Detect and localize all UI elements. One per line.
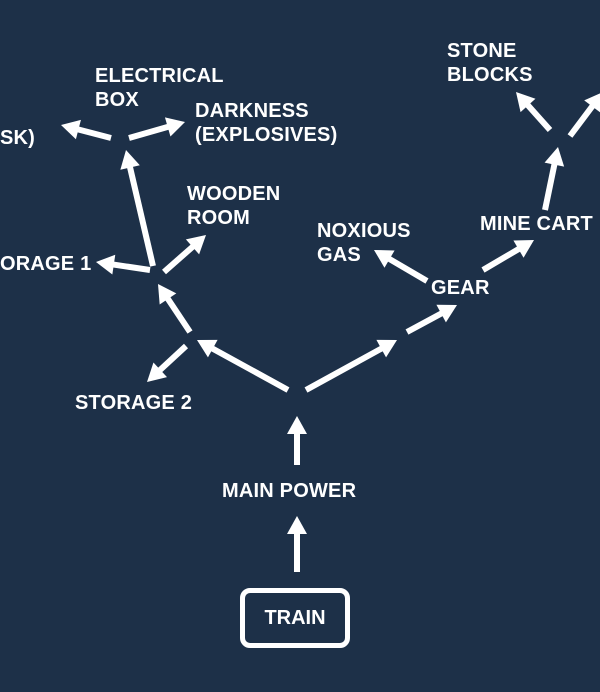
arrow-left-branch-to-storage-2-shaft: [156, 343, 189, 374]
train-label: TRAIN: [264, 606, 326, 629]
arrow-mine-cart-to-upper-right-junction: [542, 147, 565, 211]
arrow-main-power-to-junction: [287, 416, 307, 465]
arrow-mine-cart-to-upper-right-junction-shaft: [542, 162, 558, 211]
main-power-label: MAIN POWER: [222, 480, 357, 502]
arrow-right-branch-to-gear: [405, 304, 457, 335]
arrow-left-branch-to-upper-junction: [158, 284, 193, 334]
arrow-electrical-junction-to-darkness: [128, 117, 185, 141]
arrow-right-branch-to-gear-shaft: [405, 309, 445, 335]
arrow-junction-to-left-branch: [197, 339, 290, 393]
arrow-upper-right-junction-to-stone-blocks: [516, 92, 553, 133]
arrow-train-to-main-power-head: [287, 516, 307, 534]
cut-off-left-label: SK): [0, 127, 36, 149]
arrow-upper-junction-to-electrical-junction-shaft: [126, 164, 156, 267]
arrow-gear-to-noxious-gas: [374, 250, 429, 284]
storage-2-label: STORAGE 2: [75, 392, 193, 414]
arrow-electrical-junction-to-darkness-head: [164, 117, 185, 137]
mine-cart-label: MINE CART: [480, 213, 593, 235]
noxious-gas-label: NOXIOUS GAS: [317, 220, 411, 266]
gear-label: GEAR: [431, 277, 490, 299]
arrow-gear-to-noxious-gas-head: [374, 250, 395, 268]
arrow-upper-right-junction-to-right-edge-head: [584, 93, 600, 113]
arrow-junction-to-left-branch-head: [197, 339, 218, 358]
arrow-gear-to-mine-cart-head: [513, 240, 534, 258]
arrow-right-branch-to-gear-head: [436, 304, 457, 323]
arrow-electrical-junction-to-darkness-shaft: [128, 123, 171, 141]
arrow-upper-junction-to-storage-1-shaft: [111, 261, 151, 273]
arrow-electrical-junction-to-left-cut: [61, 119, 112, 141]
arrow-junction-to-right-branch-shaft: [304, 345, 385, 393]
arrow-train-to-main-power: [287, 516, 307, 572]
arrow-junction-to-left-branch-shaft: [209, 345, 290, 393]
storage-1-label: ORAGE 1: [0, 253, 92, 275]
stone-blocks-label: STONE BLOCKS: [447, 40, 533, 86]
arrow-upper-junction-to-wooden-room: [162, 235, 206, 275]
arrow-upper-junction-to-storage-1: [96, 254, 151, 275]
arrow-gear-to-mine-cart-shaft: [481, 245, 522, 273]
arrow-left-branch-to-storage-2: [147, 343, 189, 382]
arrow-junction-to-right-branch-head: [376, 339, 397, 358]
darkness-explosives-label: DARKNESS (EXPLOSIVES): [195, 100, 338, 146]
arrow-upper-junction-to-electrical-junction: [120, 150, 156, 267]
arrow-gear-to-mine-cart: [481, 240, 534, 273]
arrow-upper-junction-to-electrical-junction-head: [120, 150, 140, 170]
arrow-upper-right-junction-to-right-edge-shaft: [567, 103, 596, 138]
arrow-upper-right-junction-to-right-edge: [567, 93, 600, 138]
arrow-upper-right-junction-to-stone-blocks-head: [516, 92, 536, 113]
arrow-upper-right-junction-to-stone-blocks-shaft: [524, 101, 553, 133]
arrow-left-branch-to-upper-junction-head: [158, 284, 177, 305]
arrow-left-branch-to-storage-2-head: [147, 362, 168, 382]
arrow-upper-junction-to-wooden-room-head: [185, 235, 206, 255]
arrow-left-branch-to-upper-junction-shaft: [164, 295, 193, 334]
arrow-mine-cart-to-upper-right-junction-head: [544, 147, 565, 167]
arrow-main-power-to-junction-head: [287, 416, 307, 434]
arrow-upper-junction-to-wooden-room-shaft: [162, 243, 196, 275]
wooden-room-label: WOODEN ROOM: [187, 183, 281, 229]
arrow-upper-junction-to-storage-1-head: [96, 254, 116, 275]
arrow-electrical-junction-to-left-cut-shaft: [75, 126, 112, 141]
electrical-box-label: ELECTRICAL BOX: [95, 65, 224, 111]
arrow-electrical-junction-to-left-cut-head: [61, 119, 81, 140]
train-node: TRAIN: [240, 588, 350, 648]
arrow-junction-to-right-branch: [304, 339, 397, 393]
arrow-gear-to-noxious-gas-shaft: [386, 255, 429, 284]
